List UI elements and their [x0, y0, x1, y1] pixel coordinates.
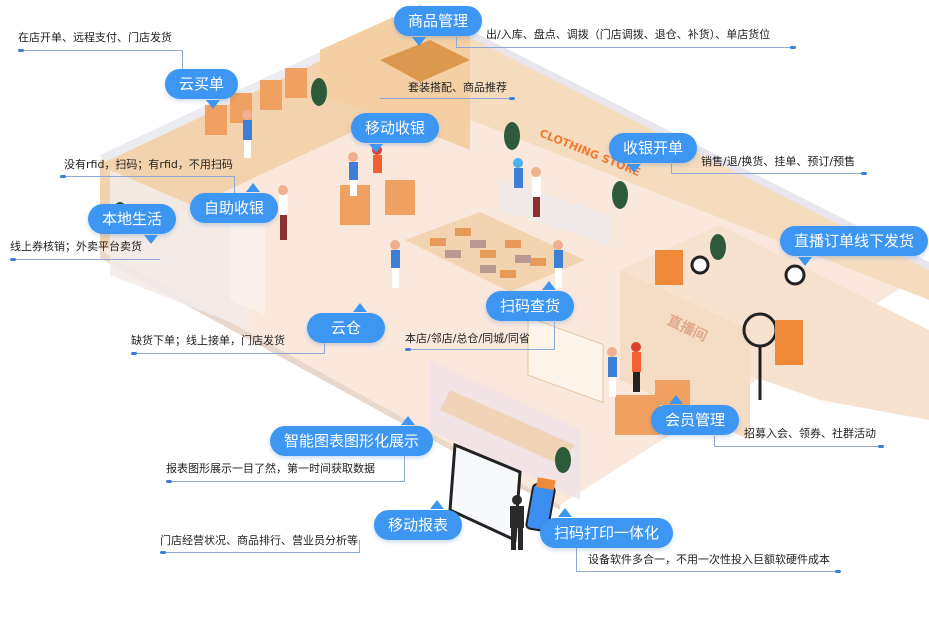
connector — [576, 548, 577, 571]
mobile-reports-description: 门店经营状况、商品排行、营业员分析等 — [160, 534, 358, 547]
connector — [404, 456, 405, 481]
connector — [60, 176, 235, 177]
feature-bubble-self-checkout[interactable]: 自助收银 — [190, 183, 279, 223]
connector — [671, 162, 672, 173]
connector — [18, 50, 183, 51]
connector — [456, 47, 796, 48]
connector-dot — [790, 46, 796, 49]
cloud-order-description: 在店开单、远程支付、门店发货 — [18, 31, 172, 44]
connector — [714, 446, 884, 447]
connector — [380, 98, 515, 99]
feature-bubble-cloud-order[interactable]: 云买单 — [165, 69, 239, 109]
feature-bubble-product-management[interactable]: 商品管理 — [394, 6, 483, 46]
connector — [456, 35, 457, 47]
connector-dot — [861, 172, 867, 175]
connector — [182, 50, 183, 70]
self-checkout-description: 没有rfid，扫码；有rfid，不用扫码 — [64, 158, 233, 171]
feature-bubble-membership[interactable]: 会员管理 — [651, 395, 740, 435]
connector — [576, 571, 841, 572]
product-management-description: 出/入库、盘点、调拨（门店调拨、退仓、补货）、单店货位 — [486, 28, 771, 41]
feature-bubble-checkout-billing[interactable]: 收银开单 — [609, 133, 698, 173]
membership-description: 招募入会、领券、社群活动 — [744, 427, 876, 440]
feature-bubble-mobile-reports[interactable]: 移动报表 — [374, 500, 463, 540]
connector — [10, 259, 160, 260]
connector-dot — [878, 445, 884, 448]
cloud-warehouse-description: 缺货下单；线上接单，门店发货 — [131, 334, 285, 347]
bundle-description: 套装搭配、商品推荐 — [408, 81, 507, 94]
connector — [554, 320, 555, 349]
local-life-description: 线上券核销；外卖平台卖货 — [10, 240, 142, 253]
connector — [359, 540, 360, 552]
connector-dot — [18, 49, 24, 52]
connector-dot — [10, 258, 16, 261]
connector — [405, 349, 555, 350]
connector — [234, 176, 235, 194]
feature-bubble-mobile-checkout[interactable]: 移动收银 — [351, 113, 440, 153]
feature-bubble-livestream-fulfillment[interactable]: 直播订单线下发货 — [780, 226, 929, 266]
connector-dot — [60, 175, 66, 178]
scan-inventory-description: 本店/邻店/总仓/同城/同省 — [405, 332, 530, 345]
connector — [160, 552, 360, 553]
connector-dot — [160, 551, 166, 554]
checkout-billing-description: 销售/退/换货、挂单、预订/预售 — [701, 155, 856, 168]
smart-charts-description: 报表图形展示一目了然，第一时间获取数据 — [166, 462, 375, 475]
scan-print-description: 设备软件多合一，不用一次性投入巨额软硬件成本 — [588, 553, 830, 566]
connector — [324, 343, 325, 353]
feature-bubble-cloud-warehouse[interactable]: 云仓 — [307, 303, 385, 343]
connector-dot — [405, 348, 411, 351]
connector-dot — [166, 480, 172, 483]
feature-bubble-smart-charts[interactable]: 智能图表图形化展示 — [270, 416, 434, 456]
connector — [714, 434, 715, 446]
feature-bubble-scan-inventory[interactable]: 扫码查货 — [486, 281, 575, 321]
feature-bubble-scan-print[interactable]: 扫码打印一体化 — [540, 508, 674, 548]
connector-dot — [509, 97, 515, 100]
feature-bubble-local-life[interactable]: 本地生活 — [88, 204, 177, 244]
connector — [166, 481, 405, 482]
connector-dot — [131, 352, 137, 355]
connector — [671, 173, 867, 174]
connector-dot — [835, 570, 841, 573]
connector — [131, 353, 325, 354]
